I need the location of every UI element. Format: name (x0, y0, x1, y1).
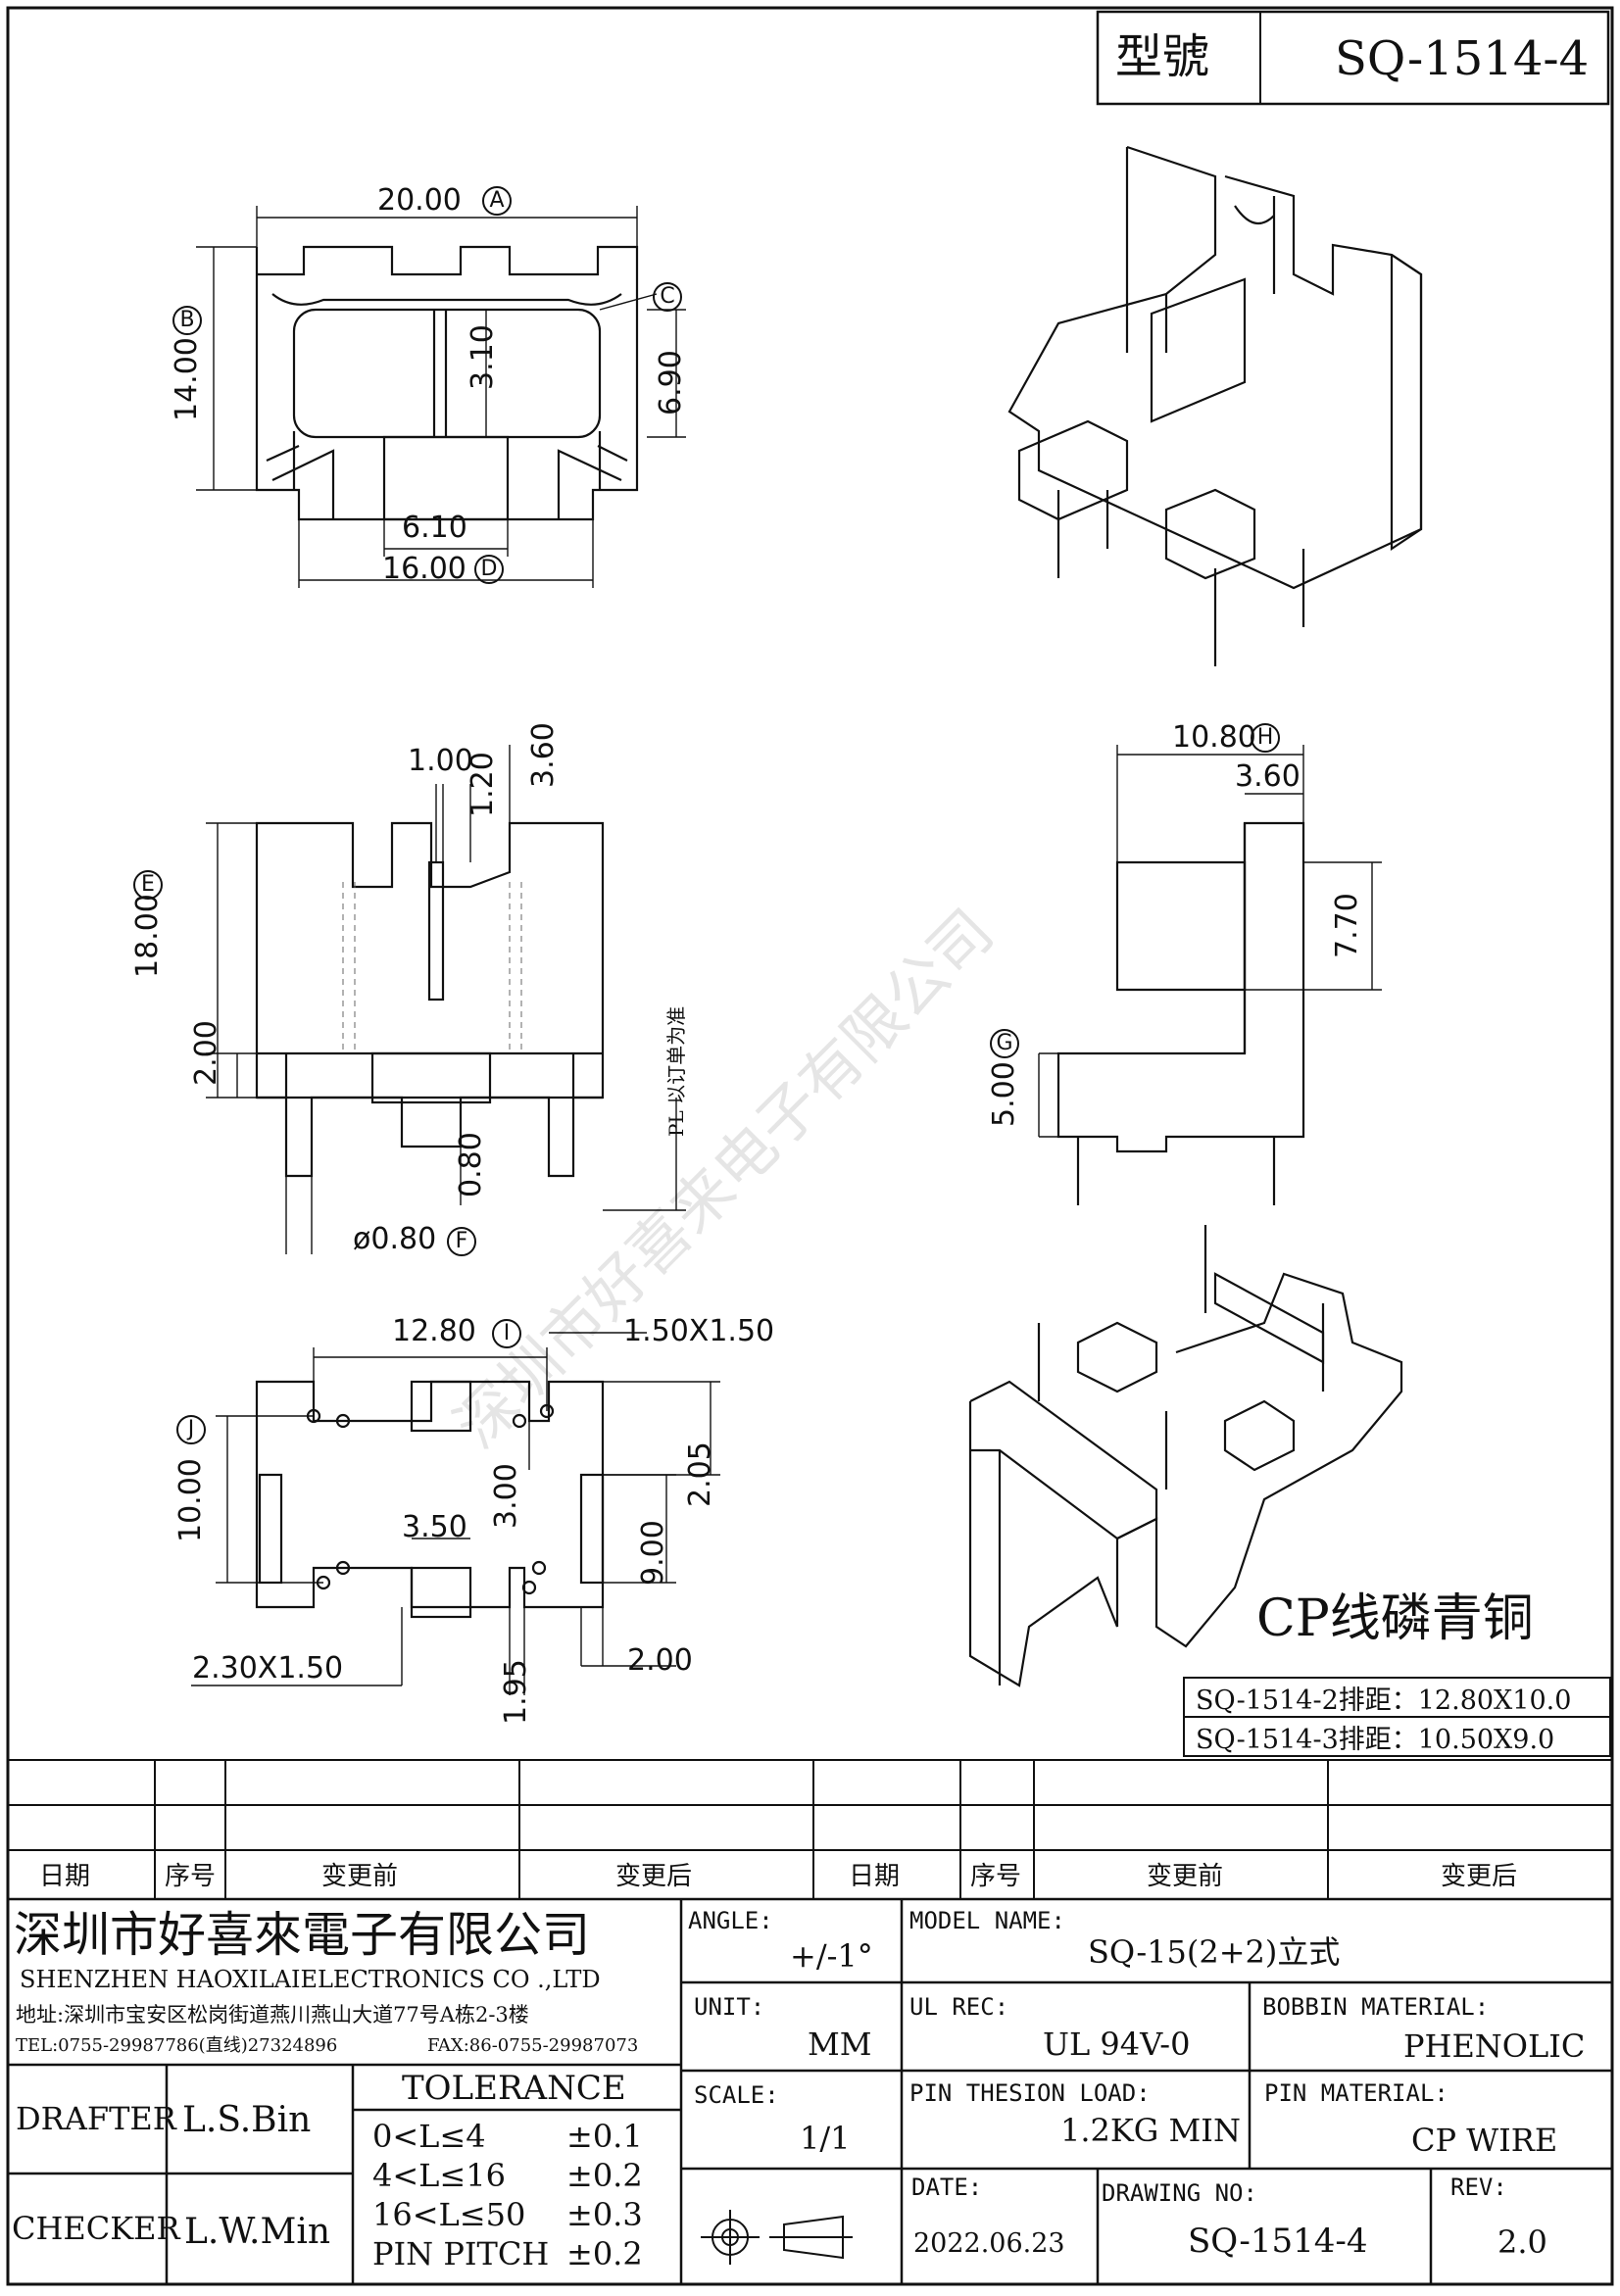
model-name-value: SQ-15(2+2)立式 (1088, 1933, 1341, 1971)
dim-b4: 9.00 (636, 1520, 670, 1586)
dim-e: 18.00 (130, 894, 165, 978)
date-value: 2022.06.23 (913, 2228, 1065, 2259)
tolerance-range-4: PIN PITCH (372, 2235, 550, 2272)
isometric-view-top (1007, 145, 1423, 666)
dim-d: 16.00 (382, 552, 466, 586)
dim-b6: 1.95 (499, 1659, 533, 1725)
tolerance-value-3: ±0.3 (566, 2196, 643, 2233)
dim-f: ø0.80 (353, 1222, 437, 1256)
dim-b1: 2.05 (683, 1441, 717, 1507)
rev-header-before: 变更前 (321, 1862, 399, 1891)
isometric-view-bottom (968, 1225, 1403, 1687)
company-name-cn: 深圳市好喜來電子有限公司 (14, 1907, 591, 1963)
angle-value: +/-1° (790, 1937, 873, 1975)
tolerance-value-2: ±0.2 (566, 2157, 643, 2194)
ul-label: UL REC: (909, 1993, 1009, 2021)
angle-label: ANGLE: (688, 1907, 773, 1934)
dim-d1: 6.10 (402, 511, 467, 545)
unit-value: MM (808, 2026, 872, 2063)
tolerance-value-1: ±0.1 (566, 2118, 643, 2155)
dim-c1: 3.10 (466, 324, 500, 390)
dim-base: 2.00 (189, 1020, 223, 1086)
rev-header-after-2: 变更后 (1441, 1862, 1518, 1891)
rev-header-seq-2: 序号 (970, 1862, 1022, 1891)
dim-w3: 3.60 (526, 722, 561, 788)
bottom-view (255, 1380, 605, 1619)
tag-e: E (133, 870, 163, 900)
dim-pin-len: 0.80 (454, 1132, 488, 1197)
tag-h: H (1251, 723, 1280, 753)
tag-b: B (172, 306, 202, 335)
tag-j: J (176, 1415, 206, 1444)
pin-material-label: PIN MATERIAL: (1264, 2079, 1448, 2107)
tolerance-range-2: 4<L≤16 (372, 2157, 506, 2194)
company-fax: FAX:86-0755-29987073 (427, 2035, 639, 2056)
rev-header-seq: 序号 (165, 1862, 217, 1891)
tolerance-range-3: 16<L≤50 (372, 2196, 526, 2233)
dim-b2: 3.00 (489, 1463, 523, 1529)
tolerance-title: TOLERANCE (402, 2069, 626, 2108)
drafter-label: DRAFTER (16, 2100, 176, 2137)
model-value: SQ-1514-4 (1335, 31, 1590, 86)
company-tel: TEL:0755-29987786(直线)27324896 (16, 2035, 338, 2056)
date-label: DATE: (911, 2174, 983, 2201)
bobbin-label: BOBBIN MATERIAL: (1262, 1993, 1490, 2021)
front-view (255, 821, 605, 1178)
model-name-label: MODEL NAME: (909, 1907, 1065, 1934)
dim-slot: 1.50X1.50 (623, 1314, 775, 1348)
dim-b3: 3.50 (402, 1510, 467, 1544)
company-address: 地址:深圳市宝安区松岗街道燕川燕山大道77号A栋2-3楼 (16, 2003, 529, 2027)
dim-h: 10.80 (1172, 720, 1256, 755)
dim-b: 14.00 (170, 337, 204, 421)
tag-c: C (653, 282, 682, 312)
variant-1: SQ-1514-2排距：12.80X10.0 (1196, 1685, 1572, 1716)
tag-g: G (990, 1029, 1019, 1058)
rev-value: 2.0 (1497, 2223, 1547, 2261)
side-view (1056, 821, 1305, 1205)
model-label: 型號 (1115, 29, 1210, 84)
tag-d: D (474, 555, 504, 584)
variant-2: SQ-1514-3排距：10.50X9.0 (1196, 1725, 1555, 1755)
pl-note: PL 以订单为准 (664, 1005, 688, 1137)
scale-value: 1/1 (800, 2120, 851, 2157)
scale-label: SCALE: (694, 2081, 779, 2109)
top-view (255, 245, 639, 521)
dim-s2: 7.70 (1330, 893, 1364, 958)
company-name-en: SHENZHEN HAOXILAIELECTRONICS CO .,LTD (20, 1966, 601, 1993)
drawing-no-value: SQ-1514-4 (1188, 2222, 1368, 2261)
tag-f: F (447, 1227, 476, 1256)
rev-header-date-2: 日期 (849, 1862, 901, 1891)
checker-value: L.W.Min (184, 2212, 331, 2252)
dim-j: 10.00 (173, 1458, 208, 1542)
material-note: CP线磷青铜 (1256, 1589, 1534, 1648)
rev-header-date: 日期 (39, 1862, 91, 1891)
dim-b5: 2.30X1.50 (192, 1651, 344, 1685)
dim-s1: 3.60 (1235, 759, 1301, 794)
bobbin-value: PHENOLIC (1403, 2027, 1586, 2065)
checker-label: CHECKER (12, 2210, 180, 2247)
pin-load-value: 1.2KG MIN (1060, 2112, 1241, 2149)
dim-g: 5.00 (987, 1061, 1021, 1127)
tolerance-value-4: ±0.2 (566, 2235, 643, 2272)
rev-header-before-2: 变更前 (1147, 1862, 1224, 1891)
tag-a: A (482, 186, 512, 216)
rev-header-after: 变更后 (615, 1862, 693, 1891)
tag-i: I (492, 1319, 521, 1348)
ul-value: UL 94V-0 (1043, 2026, 1191, 2063)
dim-b7: 2.00 (627, 1643, 693, 1678)
unit-label: UNIT: (694, 1993, 765, 2021)
dim-c2: 6.90 (654, 350, 688, 415)
pin-load-label: PIN THESION LOAD: (909, 2079, 1151, 2107)
tolerance-range-1: 0<L≤4 (372, 2118, 486, 2155)
pin-material-value: CP WIRE (1411, 2122, 1558, 2159)
drafter-value: L.S.Bin (182, 2100, 312, 2140)
dim-w1: 1.00 (408, 744, 473, 778)
dim-w2: 1.20 (466, 752, 500, 817)
drawing-no-label: DRAWING NO: (1102, 2179, 1257, 2207)
dim-i: 12.80 (392, 1314, 476, 1348)
rev-label: REV: (1450, 2174, 1507, 2201)
dim-a: 20.00 (377, 183, 462, 218)
